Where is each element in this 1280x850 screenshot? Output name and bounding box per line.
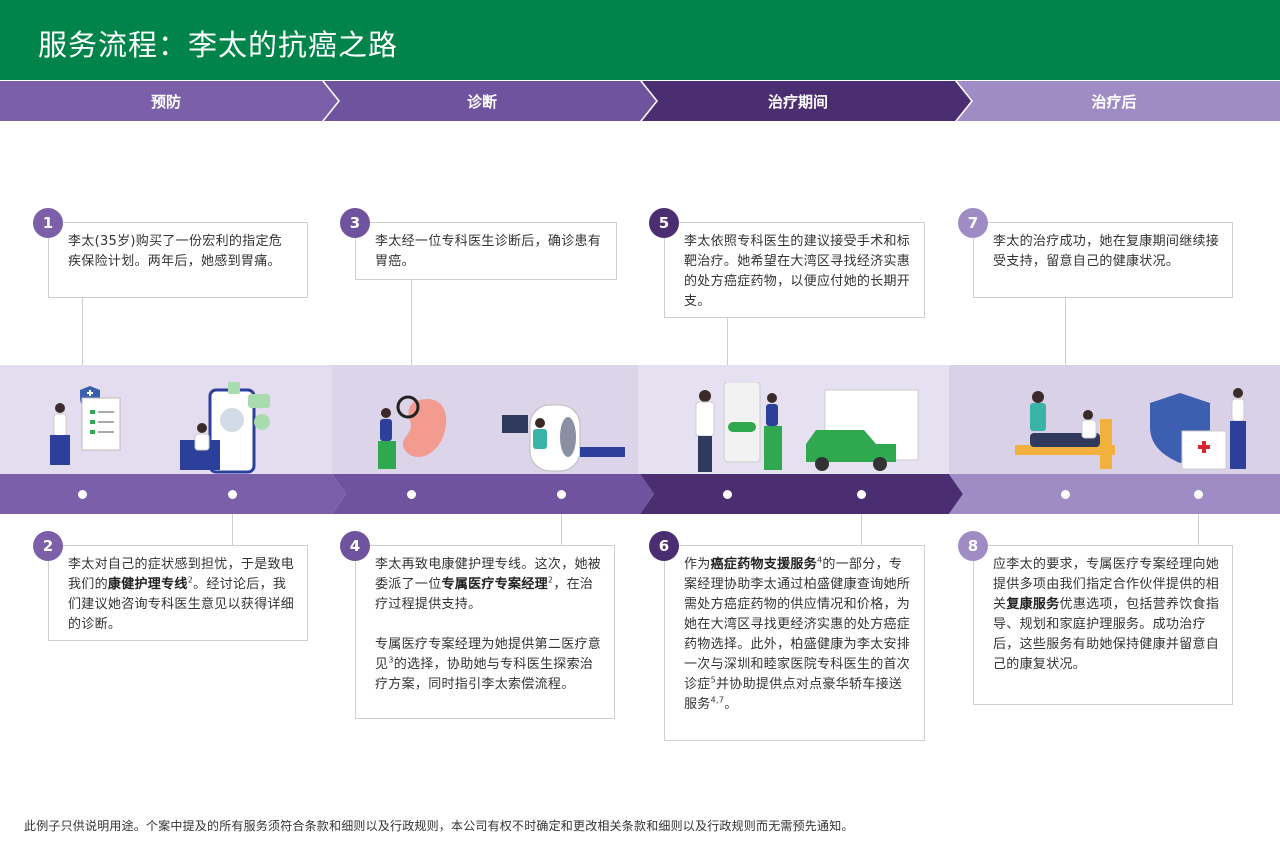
connector-line-8 [1198,514,1199,545]
step-5-text: 李太依照专科医生的建议接受手术和标靶治疗。她希望在大湾区寻找经济实惠的处方癌症药… [684,234,911,309]
timeline-chevron-1 [0,474,346,514]
timeline-chevron-2 [332,474,654,514]
connector-line-2 [232,514,233,545]
connector-line-5 [727,318,728,365]
connector-line-3 [411,279,412,365]
step-8-text-a: 应李太的要求，专属医疗专案经理向她提供多项由我们指定合作伙伴提供的相关 [993,557,1220,612]
seated-woman-figure [180,423,220,470]
timeline-chevron-3 [640,474,963,514]
step-2-bold-hotline: 康健护理专线 [107,577,188,592]
step-7-badge: 7 [958,208,988,238]
timeline-dot-7 [1061,490,1070,499]
stage-chevrons [0,81,1280,121]
step-2-badge: 2 [33,531,63,561]
step-4-footnote-1: 2 [547,575,554,585]
woman-figure [764,393,782,470]
timeline-chevrons [0,474,1280,514]
step-4-badge: 4 [340,531,370,561]
step-4-text-c: 专属医疗专案经理为她提供第二医疗意见 [375,637,602,672]
step-2-text-a: 李太对自己的症状感到担忧，于是致电我们的 [68,557,295,592]
step-4-text-a: 李太再致电康健护理专线。这次，她被委派了一位 [375,557,602,592]
timeline-chevron-4 [949,474,1280,514]
step-6-footnote-3: 4,7 [710,695,725,705]
connector-line-7 [1065,298,1066,365]
step-4-paragraph-1: 李太再致电康健护理专线。这次，她被委派了一位专属医疗专案经理2，在治疗过程提供支… [375,555,602,615]
step-1-box: 李太(35岁)购买了一份宏利的指定危疾保险计划。两年后，她感到胃痛。 [48,222,308,298]
step-4-paragraph-2: 专属医疗专案经理为她提供第二医疗意见3的选择，协助她与专科医生探索治疗方案，同时… [375,635,602,695]
timeline-dot-6 [857,490,866,499]
illustration-diagnosis [378,395,625,472]
step-3-text: 李太经一位专科医生诊断后，确诊患有胃癌。 [375,234,602,269]
stage-chevron-3 [642,81,971,121]
step-8-badge: 8 [958,531,988,561]
step-4-footnote-2: 3 [388,655,394,665]
timeline-dot-4 [557,490,566,499]
step-8-box: 应李太的要求，专属医疗专案经理向她提供多项由我们指定合作伙伴提供的相关复康服务优… [973,545,1233,705]
timeline-dot-5 [723,490,732,499]
step-6-box: 作为癌症药物支援服务4的一部分，专案经理协助李太通过柏盛健康查询她所需处方癌症药… [664,545,925,741]
step-2-box: 李太对自己的症状感到担忧，于是致电我们的康健护理专线2。经讨论后，我们建议她咨询… [48,545,308,641]
first-aid-kit-icon [1181,430,1227,470]
step-6-bold-cancer-drug-service: 癌症药物支援服务 [710,557,818,572]
step-4-text-d: 的选择，协助她与专科医生探索治疗方案，同时指引李太索偿流程。 [375,657,594,692]
stage-label-post-treatment: 治疗后 [1091,93,1137,111]
step-5-badge: 5 [649,208,679,238]
step-2-text-b: 。经讨论后，我们建议她咨询专科医生意见以获得详细的诊断。 [68,577,295,632]
illustration-treatment [695,382,919,472]
document-icon [81,397,121,451]
connector-line-1 [82,297,83,365]
timeline-bar [0,474,1280,514]
medicine-pack-icon [723,382,761,463]
stomach-icon [396,395,447,458]
woman-figure [1230,388,1246,469]
step-5-box: 李太依照专科医生的建议接受手术和标靶治疗。她希望在大湾区寻找经济实惠的处方癌症药… [664,222,925,318]
stage-label-prevention: 预防 [150,93,181,111]
step-6-text-b: 的一部分，专案经理协助李太通过柏盛健康查询她所需处方癌症药物的供应情况和价格，为… [684,557,911,692]
nurse-figure [1030,391,1046,431]
woman-figure [378,408,396,469]
disclaimer-footer: 此例子只供说明用途。个案中提及的所有服务须符合条款和细则以及行政规则，本公司有权… [24,819,854,833]
timeline-dot-3 [407,490,416,499]
step-4-box: 李太再致电康健护理专线。这次，她被委派了一位专属医疗专案经理2，在治疗过程提供支… [355,545,615,719]
step-2-footnote: 2 [187,575,194,585]
step-1-badge: 1 [33,208,63,238]
stage-label-treatment: 治疗期间 [767,93,828,111]
step-6-footnote-2: 5 [710,675,716,685]
step-4-bold-case-manager: 专属医疗专案经理 [441,577,548,592]
patient-figure [1081,410,1097,439]
doctor-at-monitor-figure [502,415,547,449]
step-1-text: 李太(35岁)购买了一份宏利的指定危疾保险计划。两年后，她感到胃痛。 [68,234,283,269]
phone-icon [208,382,270,474]
page-title: 服务流程：李太的抗癌之路 [38,28,399,62]
step-6-text-a: 作为 [684,557,711,572]
step-6-badge: 6 [649,531,679,561]
stage-bar: 预防 诊断 治疗期间 治疗后 [0,81,1280,121]
step-4-text-b: ，在治疗过程提供支持。 [375,577,594,612]
doctor-figure [695,390,715,472]
page-header: 服务流程：李太的抗癌之路 [0,0,1280,80]
stage-chevron-2 [324,81,656,121]
step-8-text-b: 优惠选项，包括营养饮食指导、规划和家庭护理服务。成功治疗后，这些服务有助她保持健… [993,597,1220,672]
illustration-recovery [1015,388,1246,470]
timeline-dot-2 [228,490,237,499]
woman-figure [50,403,70,465]
step-6-text-c: 并协助提供点对点豪华轿车接送服务 [684,677,903,712]
step-6-footnote-1: 4 [817,555,823,565]
step-3-badge: 3 [340,208,370,238]
step-7-text: 李太的治疗成功，她在复康期间继续接受支持，留意自己的健康状况。 [993,234,1220,269]
stage-chevron-4 [957,81,1280,121]
illustration-patient-and-phone [50,382,270,474]
connector-line-4 [561,514,562,545]
step-3-box: 李太经一位专科医生诊断后，确诊患有胃癌。 [355,222,617,280]
connector-line-6 [861,514,862,545]
timeline-dot-1 [78,490,87,499]
timeline-dot-8 [1194,490,1203,499]
step-8-bold-rehab-services: 复康服务 [1006,597,1060,612]
stage-label-diagnosis: 诊断 [466,93,497,111]
step-6-text-d: 。 [724,697,738,712]
step-7-box: 李太的治疗成功，她在复康期间继续接受支持，留意自己的健康状况。 [973,222,1233,298]
stage-chevron-1 [0,81,338,121]
car-icon [806,389,919,471]
